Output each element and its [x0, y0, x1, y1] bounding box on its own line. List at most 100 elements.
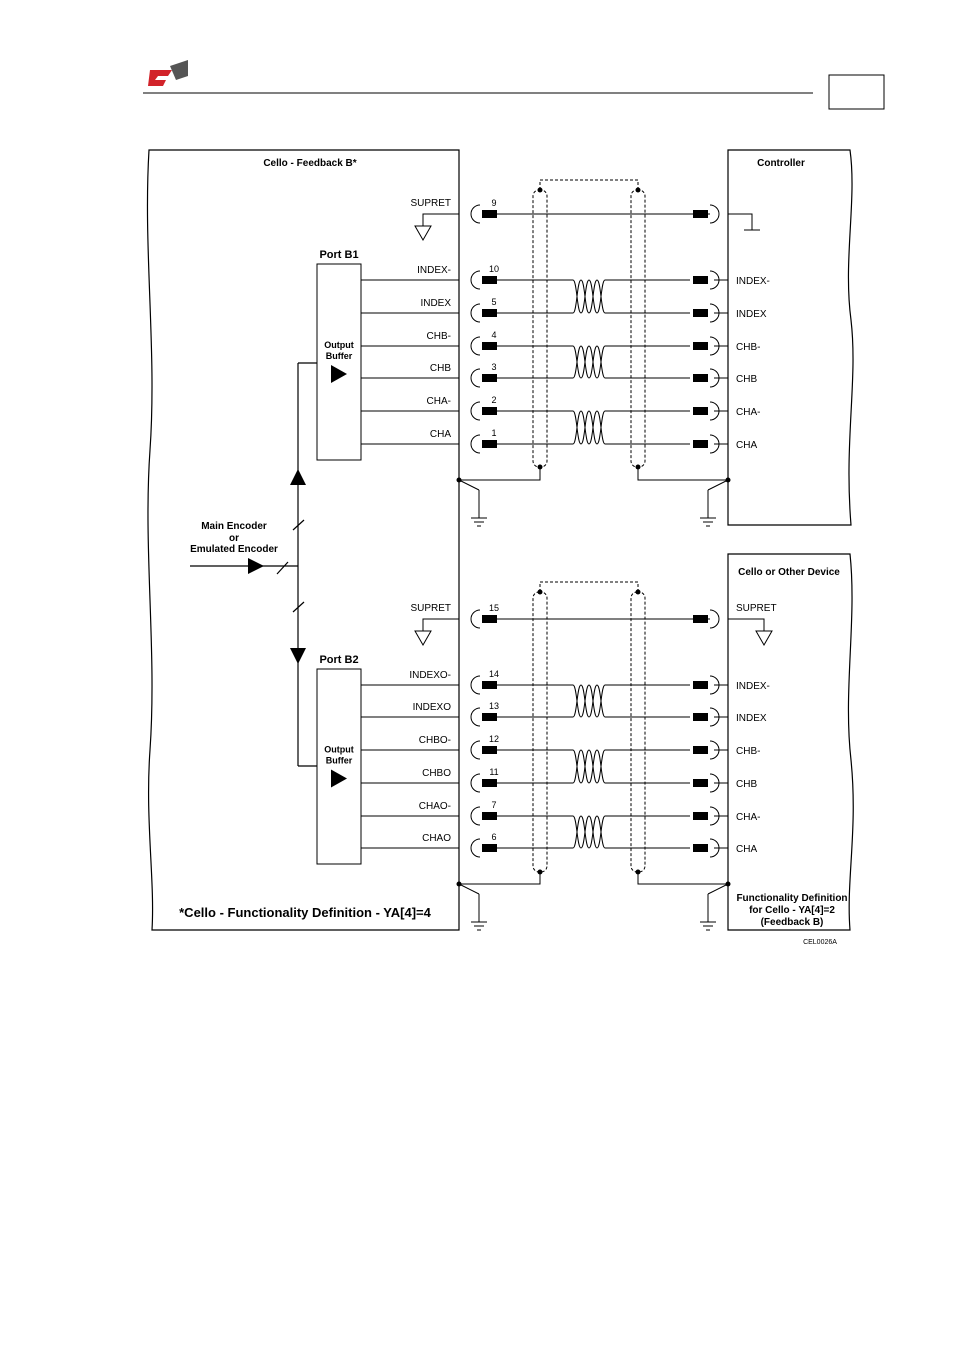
twisted-pair-wire — [580, 345, 590, 379]
pin-number: 3 — [491, 362, 496, 372]
twisted-pair-wire — [596, 684, 606, 718]
encoder-distribution — [190, 362, 317, 767]
connector-pin — [482, 844, 497, 852]
right-signal-label: INDEX- — [736, 681, 770, 692]
supret-ground-icon — [414, 225, 432, 242]
twisted-pair-wire — [588, 279, 598, 314]
connector-pin — [482, 342, 497, 350]
connector-socket — [470, 204, 481, 224]
pin-number: 1 — [491, 428, 496, 438]
connector-socket — [470, 401, 481, 421]
connector-socket — [470, 368, 481, 388]
shield-bridge — [539, 179, 639, 190]
company-logo — [148, 60, 188, 86]
twisted-pair-wire — [572, 684, 582, 718]
shield-drain — [637, 467, 728, 481]
connector-pin — [693, 309, 708, 317]
connector-socket — [470, 838, 481, 858]
supret-ground-icon — [414, 630, 432, 647]
cable-shield — [630, 189, 646, 468]
connector-pin — [693, 276, 708, 284]
output-buffer-box — [316, 263, 362, 461]
pin-number: 2 — [491, 395, 496, 405]
twisted-pair-wire — [572, 815, 582, 849]
signal-label: CHBO- — [419, 735, 451, 746]
connector-socket — [470, 773, 481, 793]
cable-shield — [532, 591, 548, 873]
right-signal-label: CHA — [736, 440, 757, 451]
right-signal-label: CHB- — [736, 342, 760, 353]
connector-pin — [482, 713, 497, 721]
signal-label: INDEX- — [417, 265, 451, 276]
connector-socket — [470, 609, 481, 629]
connector-pin — [693, 440, 708, 448]
twisted-pair-wire — [588, 749, 598, 784]
signal-label: INDEXO — [413, 702, 452, 713]
left-box-footer: *Cello - Functionality Definition - YA[4… — [179, 905, 431, 920]
signal-label: CHAO — [422, 833, 451, 844]
connector-socket — [470, 270, 481, 290]
twisted-pair-wire — [572, 410, 582, 445]
up-arrow — [290, 469, 306, 485]
chassis-lead — [707, 883, 729, 895]
connector-socket — [470, 336, 481, 356]
connector-socket — [470, 303, 481, 323]
twisted-pair-wire — [572, 749, 582, 784]
twisted-pair-wire — [572, 345, 582, 379]
connector-pin — [693, 779, 708, 787]
twisted-pair-wire — [596, 345, 606, 379]
connector-pin — [482, 210, 497, 218]
connector-pin — [693, 342, 708, 350]
connector-pin — [693, 407, 708, 415]
chassis-lead — [458, 479, 480, 491]
twisted-pair-wire — [596, 410, 606, 445]
left-box-outline — [146, 149, 460, 931]
down-arrow — [290, 648, 306, 664]
signal-label: CHA- — [427, 396, 451, 407]
encoder-label-3: Emulated Encoder — [190, 544, 278, 555]
connector-socket — [470, 740, 481, 760]
twisted-pair-wire — [580, 684, 590, 718]
pin-number: 5 — [491, 297, 496, 307]
signal-label: CHBO — [422, 768, 451, 779]
controller-ground-wire — [728, 213, 753, 230]
device-box-footer-2: for Cello - YA[4]=2 — [749, 905, 835, 916]
right-signal-label: CHB- — [736, 746, 760, 757]
cable-shield — [630, 591, 646, 873]
connector-pin — [482, 309, 497, 317]
twisted-pair-wire — [588, 684, 598, 718]
buffer-arrow-icon — [331, 365, 347, 383]
signal-label: CHAO- — [419, 801, 451, 812]
device-box-outline — [727, 553, 854, 931]
connector-socket — [709, 204, 720, 224]
shield-drain — [459, 872, 541, 885]
shield-drain — [637, 872, 728, 885]
right-signal-label: CHA — [736, 844, 757, 855]
device-supret-wire — [728, 618, 765, 631]
device-supret-ground-icon — [755, 630, 773, 647]
buffer-arrow-icon — [331, 769, 347, 788]
port-title: Port B2 — [319, 654, 358, 666]
pin-number: 15 — [489, 603, 499, 613]
supret-wire — [422, 618, 459, 631]
shield-node — [635, 187, 641, 193]
device-supret-label: SUPRET — [736, 603, 777, 614]
output-buffer-box — [316, 668, 362, 865]
shield-node — [537, 187, 543, 193]
right-signal-label: INDEX — [736, 309, 767, 320]
connector-pin — [693, 713, 708, 721]
connector-pin — [482, 779, 497, 787]
page-number-box — [828, 74, 885, 110]
twisted-pair-wire — [596, 749, 606, 784]
twisted-pair-wire — [580, 815, 590, 849]
pin-number: 12 — [489, 734, 499, 744]
twisted-pair-wire — [596, 279, 606, 314]
connector-pin — [693, 844, 708, 852]
pin-number: 11 — [489, 767, 498, 777]
output-buffer-label: Buffer — [326, 756, 353, 766]
pin-number: 9 — [491, 198, 496, 208]
twisted-pair-wire — [596, 815, 606, 849]
